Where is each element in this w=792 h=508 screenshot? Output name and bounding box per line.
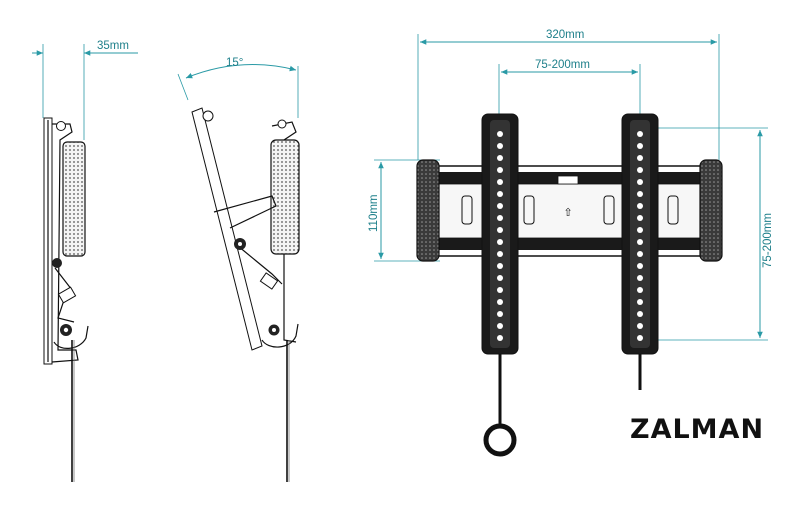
bracket-pad (62, 141, 86, 257)
depth-label: 35mm (97, 40, 129, 52)
tilt-arc (185, 64, 297, 79)
arm-spacing-label: 75-200mm (535, 59, 590, 71)
brand-logo: ZALMAN (630, 414, 764, 445)
tilted-pivot-middle-center (238, 242, 242, 246)
tilted-linkage-lower (237, 245, 283, 285)
vertical-arm-right (621, 113, 659, 355)
width-label: 320mm (546, 29, 584, 41)
front-view: 320mm 75-200mm 110mm 75-200mm ⇧ (368, 29, 774, 457)
height-label: 110mm (368, 195, 380, 233)
vertical-arm-left (481, 113, 519, 355)
tilted-bracket-arm (271, 121, 297, 343)
side-view-flat: 35mm (32, 40, 138, 482)
lock-knob-center (63, 327, 69, 333)
end-cap-left (416, 159, 440, 262)
mounting-slots (461, 175, 679, 225)
pivot-middle (52, 258, 62, 268)
tilted-hook (261, 323, 299, 348)
pivot-top (56, 121, 66, 131)
tilt-extension-left (177, 73, 189, 101)
up-arrow-icon: ⇧ (563, 206, 572, 219)
wall-plate-bottom-rail (438, 238, 702, 250)
tilted-bracket-pivot (277, 119, 287, 129)
tilt-label: 15° (226, 57, 243, 69)
vertical-spacing-label: 75-200mm (762, 213, 774, 268)
end-cap-right (699, 159, 723, 262)
tilted-pad (270, 139, 300, 255)
bracket-arm (51, 123, 79, 363)
tilted-lock-knob-center (272, 328, 276, 332)
tilted-plate (191, 107, 263, 351)
tilted-linkage-upper (213, 195, 277, 229)
side-view-tilted: 15° (177, 57, 300, 482)
pull-ring (483, 423, 517, 457)
tilted-pivot-top (202, 110, 214, 122)
linkage-block (57, 286, 77, 304)
tilted-linkage-block (259, 272, 279, 290)
